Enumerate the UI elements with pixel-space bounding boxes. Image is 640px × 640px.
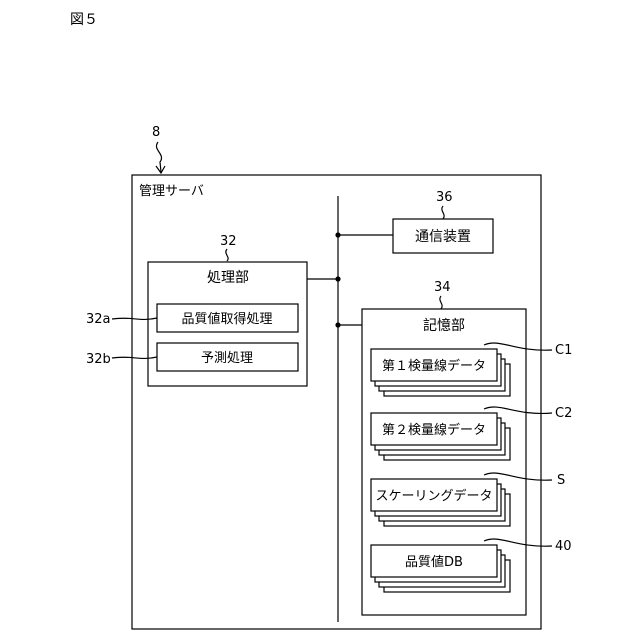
- processing-label: 処理部: [207, 270, 249, 286]
- comm-label: 通信装置: [415, 229, 471, 245]
- server-label: 管理サーバ: [139, 184, 204, 199]
- storage-label: 記憶部: [423, 317, 465, 334]
- figure-label: 図５: [70, 12, 98, 28]
- calibration-data-1-label: 第１検量線データ: [382, 358, 486, 374]
- calibration-data-2-ref: C2: [555, 406, 572, 421]
- calibration-data-2-label: 第２検量線データ: [382, 422, 486, 438]
- calibration-data-1-ref: C1: [555, 343, 572, 358]
- scaling-data-ref: S: [557, 473, 565, 488]
- prediction-label: 予測処理: [201, 351, 253, 366]
- server-ref: 8: [152, 125, 160, 140]
- quality-acquisition-label: 品質値取得処理: [181, 311, 272, 327]
- storage-ref: 34: [434, 280, 451, 295]
- processing-ref: 32: [220, 234, 237, 249]
- comm-ref: 36: [436, 190, 453, 205]
- prediction-ref: 32b: [86, 352, 111, 367]
- quality-db-label: 品質値DB: [405, 554, 463, 570]
- scaling-data-label: スケーリングデータ: [375, 488, 492, 504]
- quality-db-ref: 40: [555, 539, 572, 554]
- quality-acquisition-ref: 32a: [86, 312, 111, 327]
